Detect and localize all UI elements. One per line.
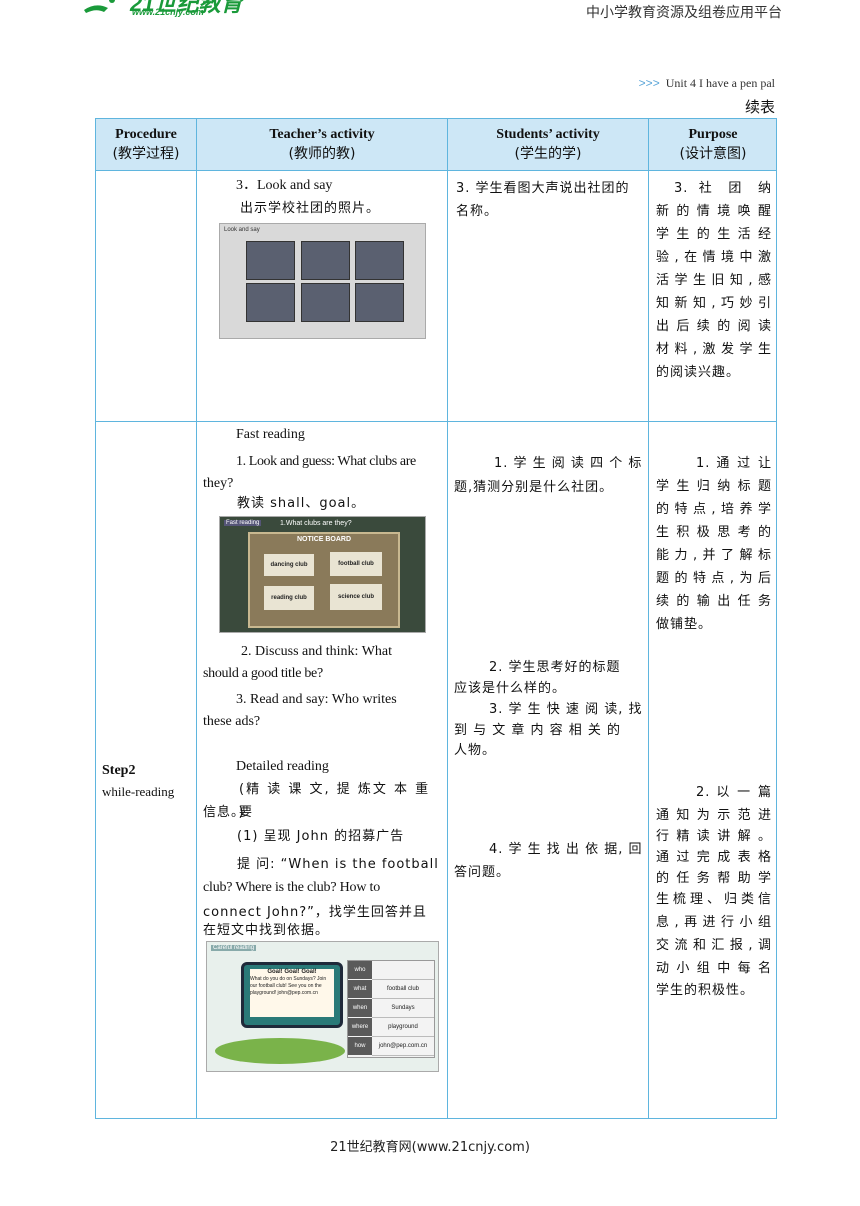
detail-note: (精 读 课 文, 提 炼文 本 重 要 (239, 782, 431, 820)
note-science-club: science club (330, 584, 382, 610)
note-reading-club: reading club (264, 586, 314, 610)
unit-breadcrumb: >>> Unit 4 I have a pen pal (639, 76, 775, 91)
students-activity-s1: 1. 学 生 阅 读 四 个 标 (494, 456, 643, 471)
teacher-q3: 3. Read and say: Who writes (236, 692, 397, 707)
notice-board: NOTICE BOARD dancing club football club … (248, 532, 400, 628)
page-footer: 21世纪教育网(www.21cnjy.com) (330, 1140, 530, 1155)
col-teacher: Teacher’s activity (教师的教) (269, 126, 375, 162)
clubs-photos-image: Look and say (219, 223, 426, 339)
note-dancing-club: dancing club (264, 554, 314, 576)
runner-icon (84, 0, 115, 13)
club-photo (355, 241, 404, 280)
unit-label: Unit 4 I have a pen pal (665, 76, 775, 90)
club-photo (301, 283, 350, 322)
arrows-icon: >>> (638, 76, 660, 90)
col-purpose: Purpose (设计意图) (679, 126, 747, 162)
club-photo (246, 283, 295, 322)
students-activity-s2: 2. 学生思考好的标题 (489, 660, 621, 675)
students-activity-1: 3. 学生看图大声说出社团的名称。 (456, 181, 630, 219)
detail-step-1: (1) 呈现 John 的招募广告 (237, 829, 405, 844)
logo-url: www.21cnjy.com (132, 7, 204, 17)
students-activity-s4: 4. 学 生 找 出 依 据, 回 (489, 842, 643, 857)
logo-title: 21世纪教育 (130, 0, 243, 16)
grass-decoration (215, 1038, 345, 1064)
table-header (96, 119, 776, 170)
fast-reading-heading: Fast reading (236, 427, 305, 442)
club-photo (355, 283, 404, 322)
teacher-q2: 2. Discuss and think: What (241, 644, 393, 659)
club-photo (301, 241, 350, 280)
site-label: 中小学教育资源及组卷应用平台 (586, 5, 782, 21)
careful-reading-image: Careful reading Goal! Goal! Goal! What d… (206, 941, 439, 1072)
site-logo: 21世纪教育 www.21cnjy.com (82, 0, 252, 20)
teacher-q1-note: 教读 shall、goal。 (237, 496, 366, 511)
teacher-item-look-and-say: 3．Look and say (236, 178, 333, 193)
students-activity-s3: 3. 学 生 快 速 阅 读, 找 (489, 702, 643, 717)
ad-screen: Goal! Goal! Goal! What do you do on Sund… (241, 962, 343, 1028)
col-procedure: Procedure (教学过程) (112, 126, 180, 162)
step-title: Step2 (102, 763, 136, 778)
detailed-reading-heading: Detailed reading (236, 759, 329, 774)
teacher-text: 出示学校社团的照片。 (240, 201, 381, 216)
teacher-q1: 1. Look and guess: What clubs are (236, 454, 416, 469)
notice-board-image: Fast reading 1.What clubs are they? NOTI… (219, 516, 426, 633)
continued-label: 续表 (744, 98, 775, 116)
lesson-table: Procedure (教学过程) Teacher’s activity (教师的… (95, 118, 777, 1119)
step-subtitle: while-reading (102, 784, 175, 799)
note-football-club: football club (330, 552, 382, 576)
col-students: Students’ activity (学生的学) (496, 126, 600, 162)
club-photo (246, 241, 295, 280)
